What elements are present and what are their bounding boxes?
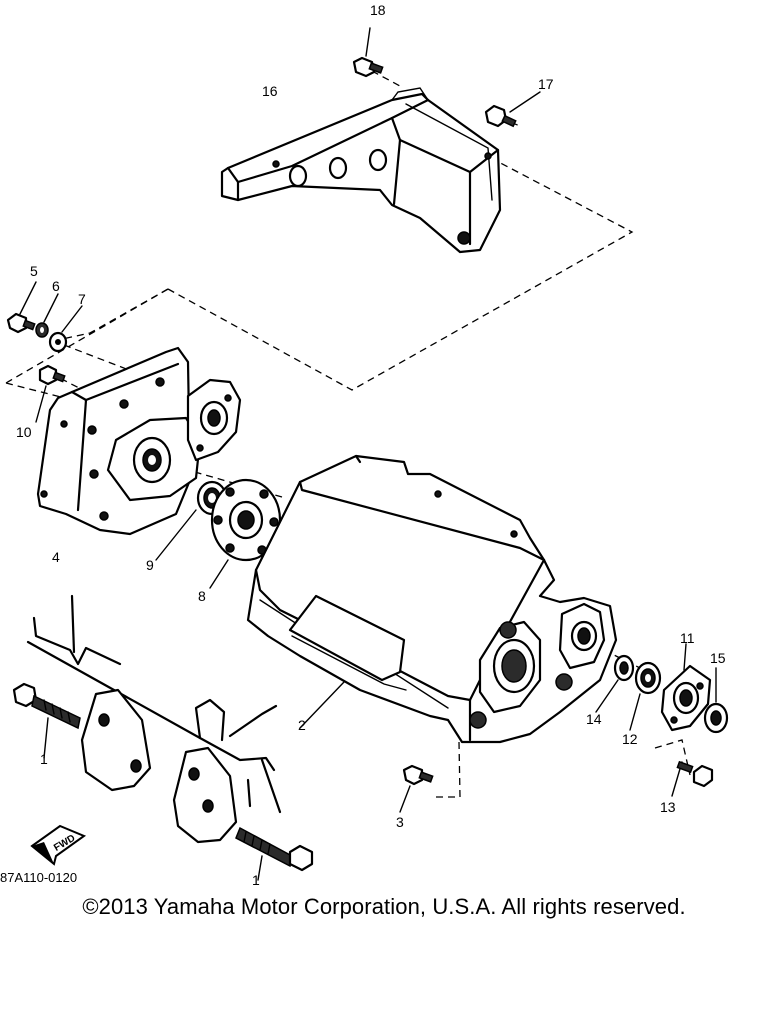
frame-bracket-right [172,746,238,844]
callout-5: 5 [30,263,38,279]
callout-16: 16 [262,83,278,99]
forward-direction-badge: FWD [30,824,87,866]
copyright-notice: ©2013 Yamaha Motor Corporation, U.S.A. A… [82,894,686,919]
part-16-upper-bracket [220,87,502,254]
diagram-code: 87A110-0120 [0,870,77,885]
part-1-bolt-upper [12,682,81,759]
frame-bracket-left [80,688,152,792]
callout-13: 13 [660,799,676,815]
part-18-bolt [352,27,384,78]
part-11-bearing-housing [660,643,712,732]
callout-2: 2 [298,717,306,733]
part-6-washer [35,293,59,338]
callout-18: 18 [370,2,386,18]
callout-17: 17 [538,76,554,92]
callout-labels: 18 17 16 5 6 7 10 4 9 8 2 1 1 3 14 12 11… [0,2,726,888]
part-5-bolt [6,281,37,334]
part-10-bolt [35,364,66,423]
part-4-side-plate [36,346,242,536]
callout-7: 7 [78,291,86,307]
callout-9: 9 [146,557,154,573]
part-7-washer [48,305,83,353]
part-14-seal [595,654,635,713]
part-3-bolt [399,764,434,813]
part-17-bolt [484,91,541,128]
callout-1b: 1 [252,872,260,888]
callout-12: 12 [622,731,638,747]
callout-14: 14 [586,711,602,727]
callout-8: 8 [198,588,206,604]
callout-10: 10 [16,424,32,440]
callout-11: 11 [680,630,695,646]
callout-4: 4 [52,549,60,565]
callout-3: 3 [396,814,404,830]
part-15-seal [703,667,729,734]
frame-rail [26,594,282,814]
part-12-bearing [629,661,662,731]
part-13-bolt [671,760,714,797]
part-1-bolt-lower [235,826,314,881]
callout-15: 15 [710,650,726,666]
callout-6: 6 [52,278,60,294]
part-2-main-housing [246,454,618,744]
callout-1a: 1 [40,751,48,767]
